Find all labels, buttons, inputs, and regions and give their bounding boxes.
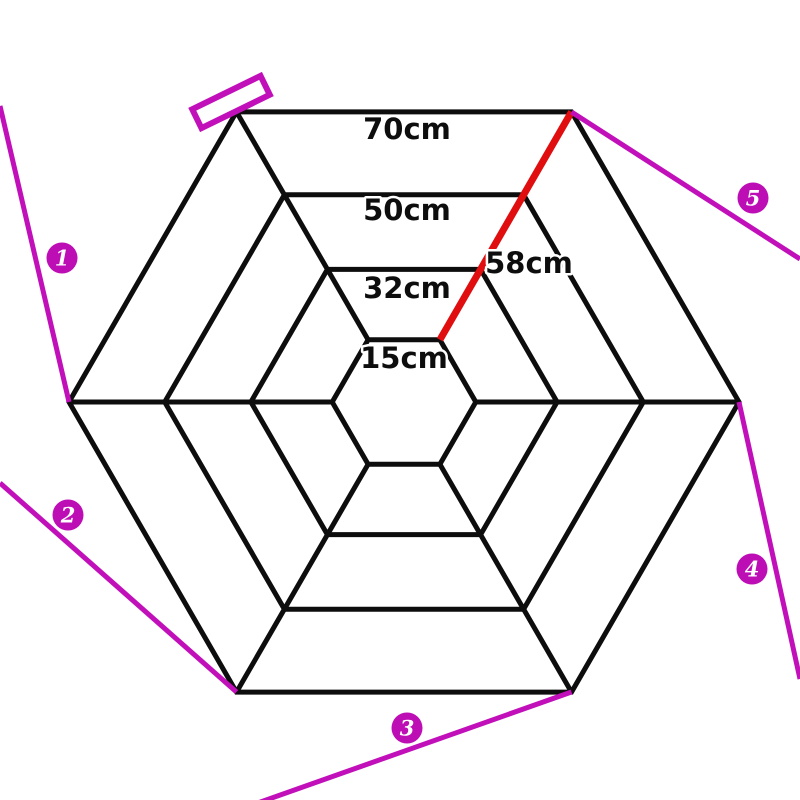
step-badges: 1 2 3 4 5 xyxy=(46,182,769,744)
badge-circle-3 xyxy=(391,712,423,744)
step-badge-2: 2 xyxy=(52,499,84,531)
badge-circle-1 xyxy=(46,242,78,274)
swatch-rectangle xyxy=(188,71,274,133)
badge-circle-5 xyxy=(737,182,769,214)
guide-line-3 xyxy=(258,689,573,800)
badge-number-5: 5 xyxy=(746,186,761,211)
ring-dimension-labels: 70cm 50cm 32cm 15cm 58cm xyxy=(358,110,576,378)
badge-number-1: 1 xyxy=(55,246,70,271)
guide-line-2 xyxy=(0,481,239,694)
badge-number-4: 4 xyxy=(745,557,760,582)
step-badge-5: 5 xyxy=(737,182,769,214)
ring-label-50cm: 50cm xyxy=(363,193,451,227)
spoke-4 xyxy=(234,462,371,694)
spoke-5 xyxy=(437,462,574,694)
ring-label-70cm: 70cm xyxy=(363,112,451,146)
step-badge-4: 4 xyxy=(736,553,768,585)
step-badge-1: 1 xyxy=(46,242,78,274)
guide-line-5 xyxy=(570,109,800,262)
highlighted-spoke-group xyxy=(436,110,575,342)
ring-label-15cm: 15cm xyxy=(360,341,448,375)
guide-line-1 xyxy=(0,105,72,403)
badge-number-3: 3 xyxy=(400,716,415,741)
ring-label-32cm: 32cm xyxy=(363,271,451,305)
guide-lines xyxy=(0,105,800,800)
highlighted-spoke-red xyxy=(436,110,575,342)
badge-circle-4 xyxy=(736,553,768,585)
guide-line-4 xyxy=(736,401,800,680)
spoke-2 xyxy=(234,110,371,342)
highlight-spoke-label: 58cm xyxy=(485,246,573,280)
step-badge-3: 3 xyxy=(391,712,423,744)
badge-number-2: 2 xyxy=(60,503,76,528)
badge-circle-2 xyxy=(52,499,84,531)
